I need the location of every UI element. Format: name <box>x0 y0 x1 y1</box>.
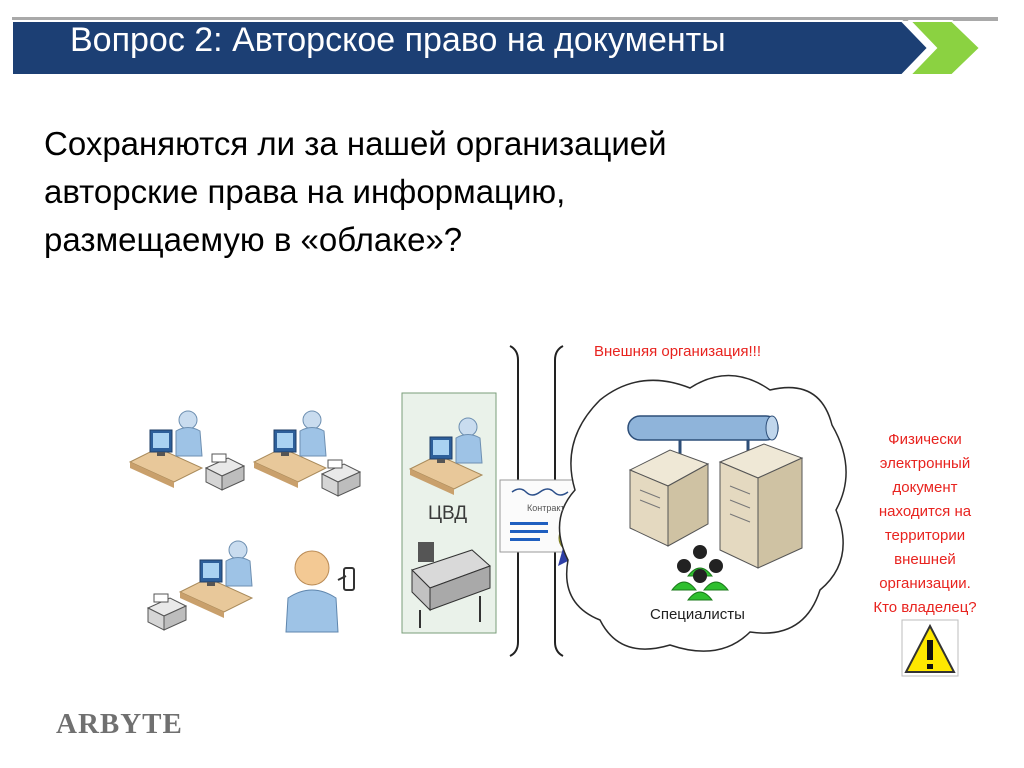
contract-label: Контракт <box>527 503 565 513</box>
specialists-icon <box>670 545 730 601</box>
plotter-icon <box>411 542 491 628</box>
arbyte-logo: ARBYTE <box>56 708 183 740</box>
side-note-line: организации. <box>879 575 971 592</box>
header-bar <box>11 17 1012 76</box>
side-note-line: документ <box>892 479 958 496</box>
specialists-label: Специалисты <box>650 606 745 623</box>
question-text: Сохраняются ли за нашей организацией авт… <box>44 125 667 258</box>
page-title: Вопрос 2: Авторское право на документы <box>70 21 726 59</box>
cvd-label: ЦВД <box>428 503 468 524</box>
side-note: Физически электронный документ находится… <box>852 428 998 620</box>
user-at-desk-icon <box>179 540 253 619</box>
user-at-desk-icon <box>253 410 327 489</box>
side-note-line: электронный <box>879 455 971 472</box>
network-bus-icon <box>627 415 779 456</box>
warning-icon <box>901 619 959 677</box>
phone-icon <box>337 567 355 591</box>
side-note-line: Кто владелец? <box>873 599 977 616</box>
printer-icon <box>205 453 245 491</box>
printer-icon <box>147 593 187 631</box>
external-org-label: Внешняя организация!!! <box>594 343 762 360</box>
user-at-desk-icon <box>129 410 203 489</box>
side-note-line: внешней <box>894 551 956 568</box>
person-icon <box>285 550 339 633</box>
printer-icon <box>321 459 361 497</box>
side-note-line: Физически <box>888 431 962 448</box>
side-note-line: находится на <box>878 503 972 520</box>
server-icon <box>718 443 804 569</box>
side-note-line: территории <box>884 527 966 544</box>
server-icon <box>628 449 710 547</box>
